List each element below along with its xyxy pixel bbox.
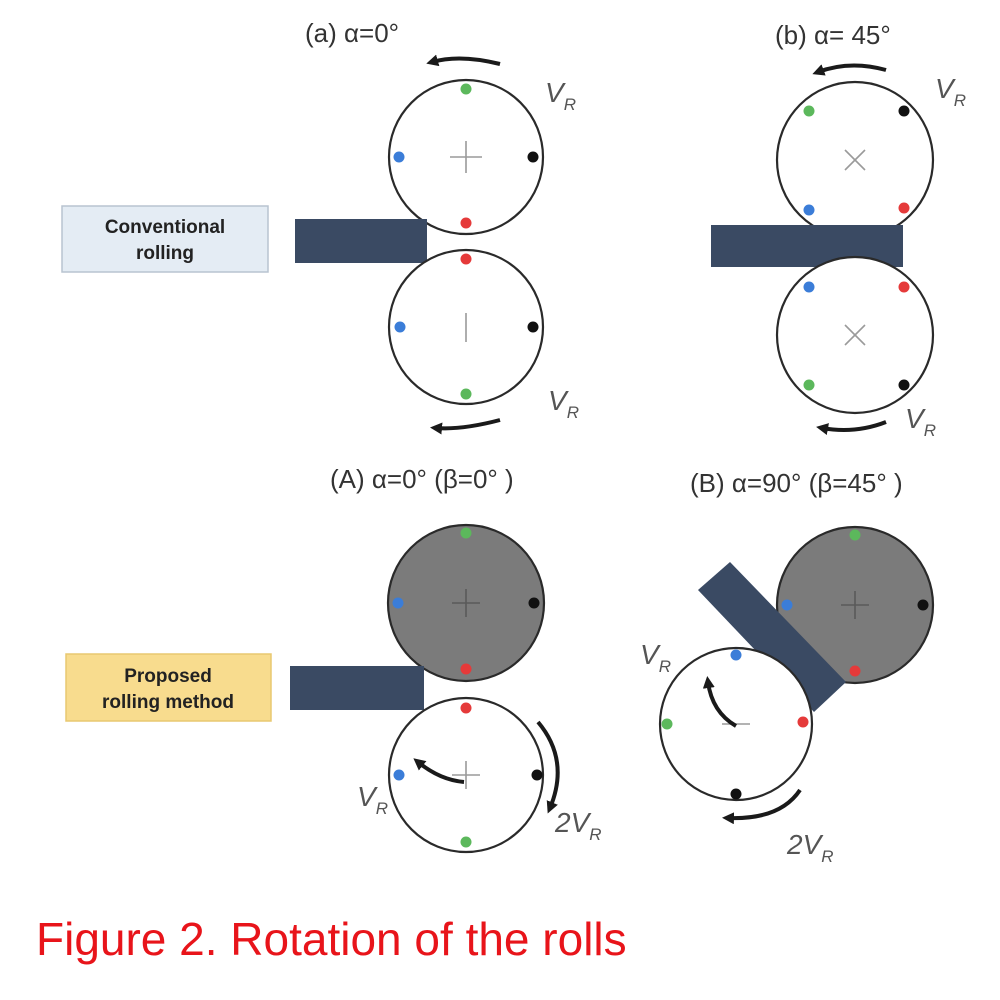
- marker-dot-red: [849, 665, 861, 677]
- marker-dot-black: [730, 788, 742, 800]
- panel-b-title: (b) α= 45°: [775, 20, 891, 50]
- sheet-metal-a: [295, 219, 427, 263]
- proposed-rolling-label-box: Proposed rolling method: [65, 653, 272, 722]
- rotation-arrow-b-top: [812, 63, 887, 76]
- conventional-rolling-label-box: Conventional rolling: [61, 205, 269, 273]
- marker-dot-black: [527, 321, 539, 333]
- marker-dot-red: [460, 217, 472, 229]
- panel-A-title: (A) α=0° (β=0° ): [330, 464, 514, 494]
- marker-dot-green: [849, 529, 861, 541]
- marker-dot-black: [898, 105, 910, 117]
- marker-dot-black: [917, 599, 929, 611]
- roll-b-lower: [775, 255, 935, 415]
- marker-dot-blue: [803, 281, 815, 293]
- sheet-metal-B: [698, 562, 846, 712]
- marker-dot-blue: [730, 649, 742, 661]
- sheet-metal-A: [290, 666, 424, 710]
- marker-dot-green: [460, 527, 472, 539]
- marker-dot-black: [527, 151, 539, 163]
- roll-A-lower: [387, 696, 545, 854]
- roll-A-upper-fixed: [386, 523, 546, 683]
- marker-dot-green: [803, 379, 815, 391]
- marker-dot-black: [531, 769, 543, 781]
- proposed-label-line2: rolling method: [102, 692, 234, 713]
- velocity-label-a-top: VR: [545, 77, 576, 114]
- roll-B-upper-fixed: [775, 525, 935, 685]
- orbit-arrow-B: [722, 788, 802, 825]
- velocity-label-B-2x: 2VR: [786, 829, 834, 866]
- conventional-label-line2: rolling: [136, 243, 194, 264]
- velocity-label-A: VR: [357, 781, 388, 818]
- marker-dot-red: [460, 253, 472, 265]
- panel-B-title: (B) α=90° (β=45° ): [690, 468, 903, 498]
- rotation-arrow-a-bottom: [430, 418, 501, 435]
- proposed-label-line1: Proposed: [124, 666, 212, 687]
- orbit-arrow-A: [536, 720, 560, 814]
- velocity-label-B: VR: [640, 639, 671, 676]
- marker-dot-blue: [394, 321, 406, 333]
- marker-dot-blue: [393, 769, 405, 781]
- rotation-arrow-a-top: [426, 54, 501, 67]
- marker-dot-green: [803, 105, 815, 117]
- marker-dot-red: [797, 716, 809, 728]
- marker-dot-black: [528, 597, 540, 609]
- velocity-label-b-top: VR: [935, 73, 966, 110]
- roll-B-lower: [658, 646, 814, 802]
- marker-dot-green: [460, 836, 472, 848]
- roll-a-lower: [387, 248, 545, 406]
- panel-a-title: (a) α=0°: [305, 18, 399, 48]
- spin-arrow-B: [702, 676, 738, 728]
- marker-dot-green: [460, 388, 472, 400]
- marker-dot-green: [460, 83, 472, 95]
- figure-caption: Figure 2. Rotation of the rolls: [36, 913, 627, 965]
- spin-arrow-A: [413, 758, 465, 784]
- velocity-label-b-bottom: VR: [905, 403, 936, 440]
- velocity-label-A-2x: 2VR: [554, 807, 602, 844]
- marker-dot-red: [460, 663, 472, 675]
- marker-dot-green: [661, 718, 673, 730]
- marker-dot-blue: [781, 599, 793, 611]
- marker-dot-red: [898, 202, 910, 214]
- roll-b-upper: [775, 80, 935, 240]
- marker-dot-black: [898, 379, 910, 391]
- roll-a-upper: [387, 78, 545, 236]
- marker-dot-red: [898, 281, 910, 293]
- marker-dot-blue: [392, 597, 404, 609]
- marker-dot-blue: [803, 204, 815, 216]
- conventional-label-line1: Conventional: [105, 217, 225, 238]
- rotation-arrow-b-bottom: [816, 420, 887, 435]
- marker-dot-blue: [393, 151, 405, 163]
- velocity-label-a-bottom: VR: [548, 385, 579, 422]
- marker-dot-red: [460, 702, 472, 714]
